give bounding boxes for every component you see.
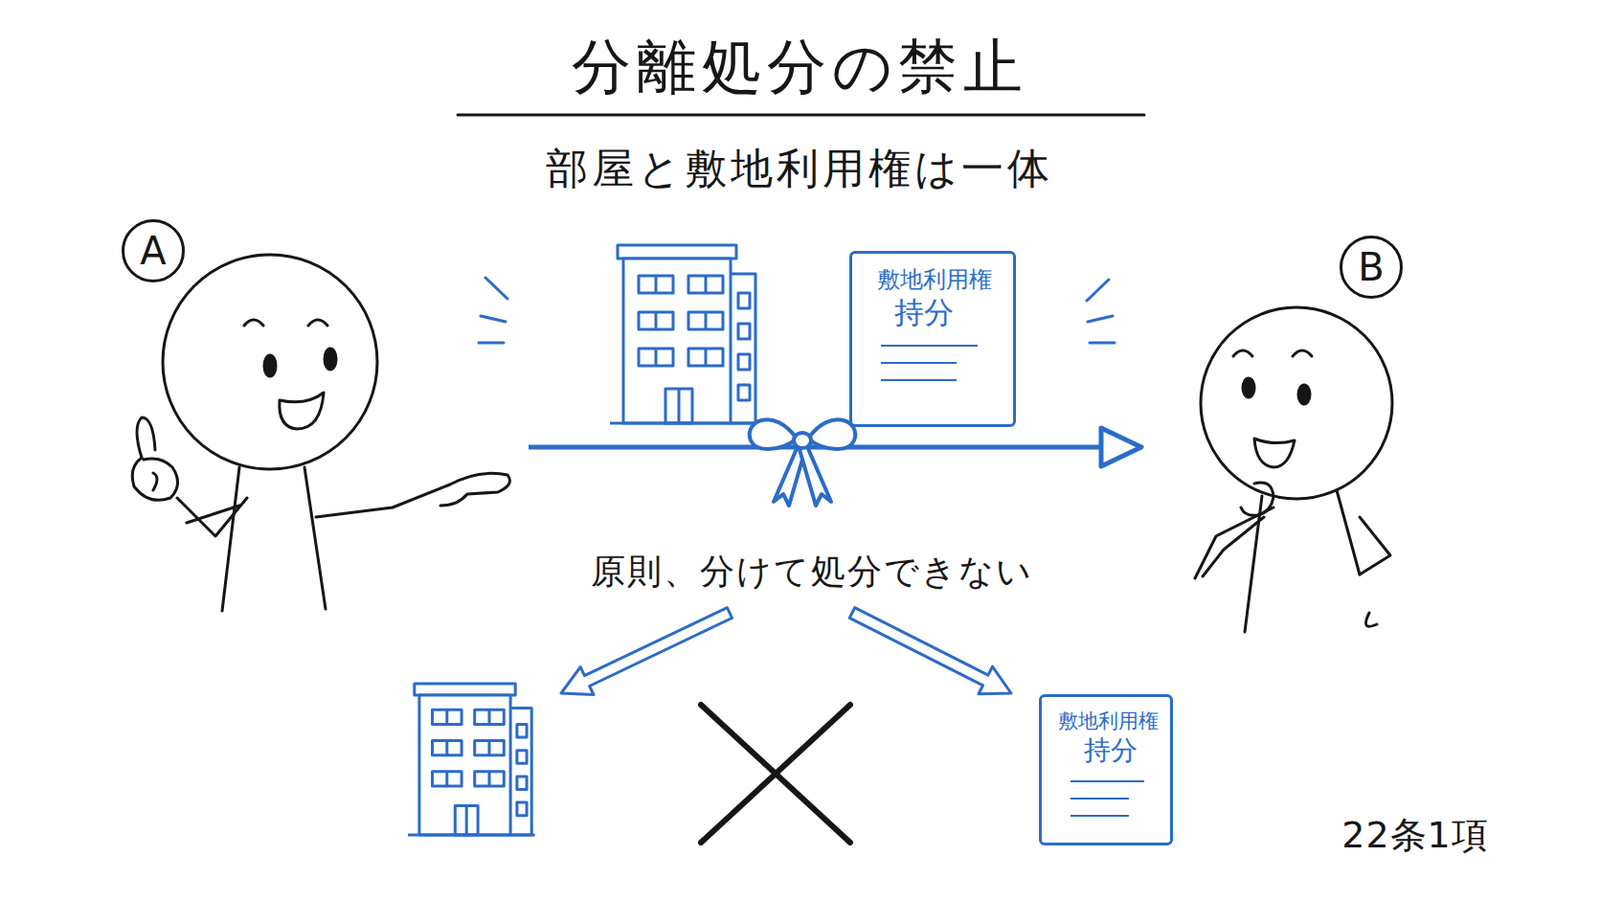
emphasis-stroke xyxy=(480,315,506,322)
title-underline xyxy=(457,113,1145,117)
split-arrow xyxy=(554,599,737,708)
node-heading: 敷地利用権 xyxy=(865,265,1004,294)
split-arrow xyxy=(845,599,1018,708)
node-heading: B xyxy=(1357,247,1384,287)
document-box: 敷地利用権持分 xyxy=(849,250,1016,428)
circle-label: A xyxy=(121,219,185,283)
doc-line xyxy=(1070,814,1129,817)
doc-line xyxy=(880,379,957,382)
cross-mark xyxy=(700,704,851,843)
ribbon xyxy=(749,419,857,506)
doc-line xyxy=(1070,797,1129,800)
note: 原則、分けて処分できない xyxy=(590,548,1034,596)
building-icon xyxy=(407,683,536,835)
person-a xyxy=(132,254,510,611)
emphasis-stroke xyxy=(1087,315,1113,322)
emphasis-stroke xyxy=(1089,341,1115,345)
document-box: 敷地利用権持分 xyxy=(1038,694,1173,846)
person-b xyxy=(1194,307,1393,632)
node-text: 持分 xyxy=(1055,733,1161,767)
doc-line xyxy=(880,344,978,347)
node-heading: A xyxy=(139,231,166,271)
doc-line xyxy=(1070,780,1145,783)
emphasis-stroke xyxy=(485,277,508,299)
emphasis-stroke xyxy=(1086,279,1109,301)
title: 分離処分の禁止 xyxy=(571,26,1029,108)
building-icon xyxy=(609,245,760,424)
circle-label: B xyxy=(1339,235,1403,299)
emphasis-stroke xyxy=(478,341,504,345)
article-ref: 22条1項 xyxy=(1341,811,1489,860)
node-heading: 敷地利用権 xyxy=(1055,708,1161,734)
subtitle: 部屋と敷地利用権は一体 xyxy=(545,140,1054,198)
node-text: 持分 xyxy=(865,293,1004,332)
doc-line xyxy=(880,361,957,364)
arrow-head xyxy=(1101,428,1142,467)
